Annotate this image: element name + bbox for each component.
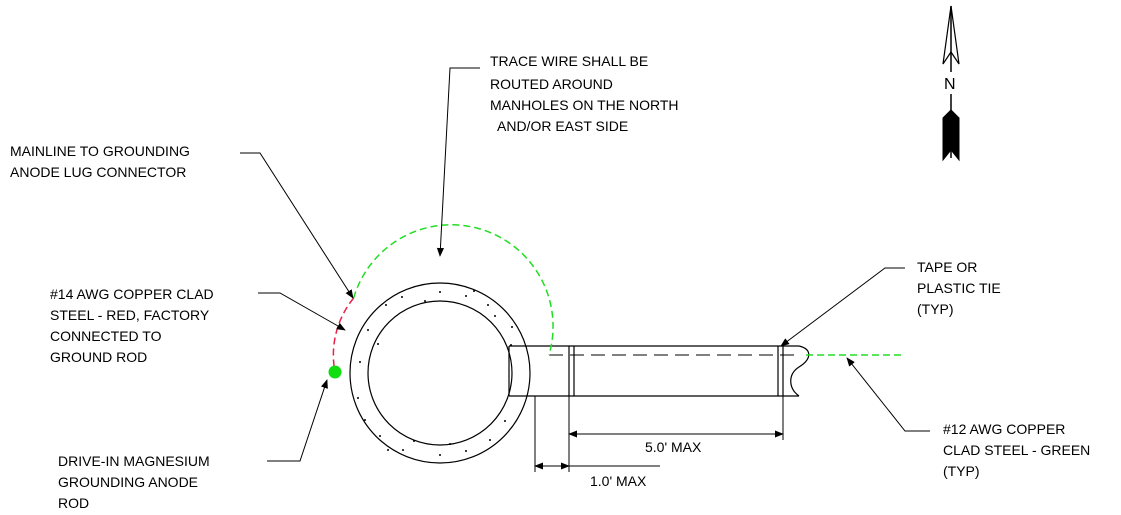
note-line: #12 AWG COPPER [943, 421, 1065, 437]
dimension-lines [534, 396, 784, 472]
tape-tie-far [777, 346, 784, 396]
north-label: N [944, 76, 956, 93]
leader-drive-in [267, 379, 328, 462]
note-mainline: MAINLINE TO GROUNDING ANODE LUG CONNECTO… [10, 143, 194, 180]
leader-lines [240, 67, 930, 462]
note-line: ROD [58, 495, 89, 510]
north-arrow-tail [942, 109, 960, 162]
note-line: (TYP) [917, 301, 954, 317]
leader-tape [780, 267, 905, 347]
note-awg14: #14 AWG COPPER CLAD STEEL - RED, FACTORY… [50, 286, 218, 365]
leader-mainline [240, 152, 354, 299]
note-tape: TAPE OR PLASTIC TIE (TYP) [917, 259, 1005, 317]
green-trace-wire-arc [352, 224, 554, 356]
north-arrow-head [942, 5, 960, 65]
north-arrow: N [942, 5, 960, 162]
mainline-pipe [508, 345, 810, 397]
note-trace-wire: TRACE WIRE SHALL BE ROUTED AROUND MANHOL… [490, 53, 682, 134]
note-drive-in: DRIVE-IN MAGNESIUM GROUNDING ANODE ROD [58, 453, 214, 510]
note-line: STEEL - RED, FACTORY [50, 307, 210, 323]
note-line: TRACE WIRE SHALL BE [490, 53, 648, 69]
manhole [349, 282, 531, 464]
note-line: CLAD STEEL - GREEN [943, 442, 1090, 458]
tape-tie-near [568, 346, 575, 396]
note-line: #14 AWG COPPER CLAD [50, 286, 214, 302]
note-line: PLASTIC TIE [917, 280, 1001, 296]
note-line: GROUNDING ANODE [58, 474, 198, 490]
leader-awg14 [258, 292, 346, 331]
note-awg12: #12 AWG COPPER CLAD STEEL - GREEN (TYP) [943, 421, 1094, 479]
dim-5-max-label: 5.0' MAX [645, 439, 702, 455]
note-line: MANHOLES ON THE NORTH [490, 97, 679, 113]
note-line: AND/OR EAST SIDE [497, 118, 628, 134]
note-line: ROUTED AROUND [490, 76, 613, 92]
pipe-break [790, 345, 810, 397]
note-line: GROUND ROD [50, 349, 147, 365]
leader-awg12 [846, 357, 930, 432]
note-line: CONNECTED TO [50, 328, 162, 344]
note-line: MAINLINE TO GROUNDING [10, 143, 190, 159]
manhole-outer-ring [349, 282, 531, 464]
leader-trace-wire [436, 67, 480, 257]
manhole-inner-ring [367, 300, 513, 446]
note-line: ANODE LUG CONNECTOR [10, 164, 186, 180]
note-line: (TYP) [943, 463, 980, 479]
magnesium-anode [328, 365, 342, 379]
note-line: DRIVE-IN MAGNESIUM [58, 453, 210, 469]
note-line: TAPE OR [917, 259, 977, 275]
dim-1-max-label: 1.0' MAX [590, 473, 647, 489]
concrete-stipple [357, 290, 513, 456]
red-copper-wire [332, 297, 355, 373]
